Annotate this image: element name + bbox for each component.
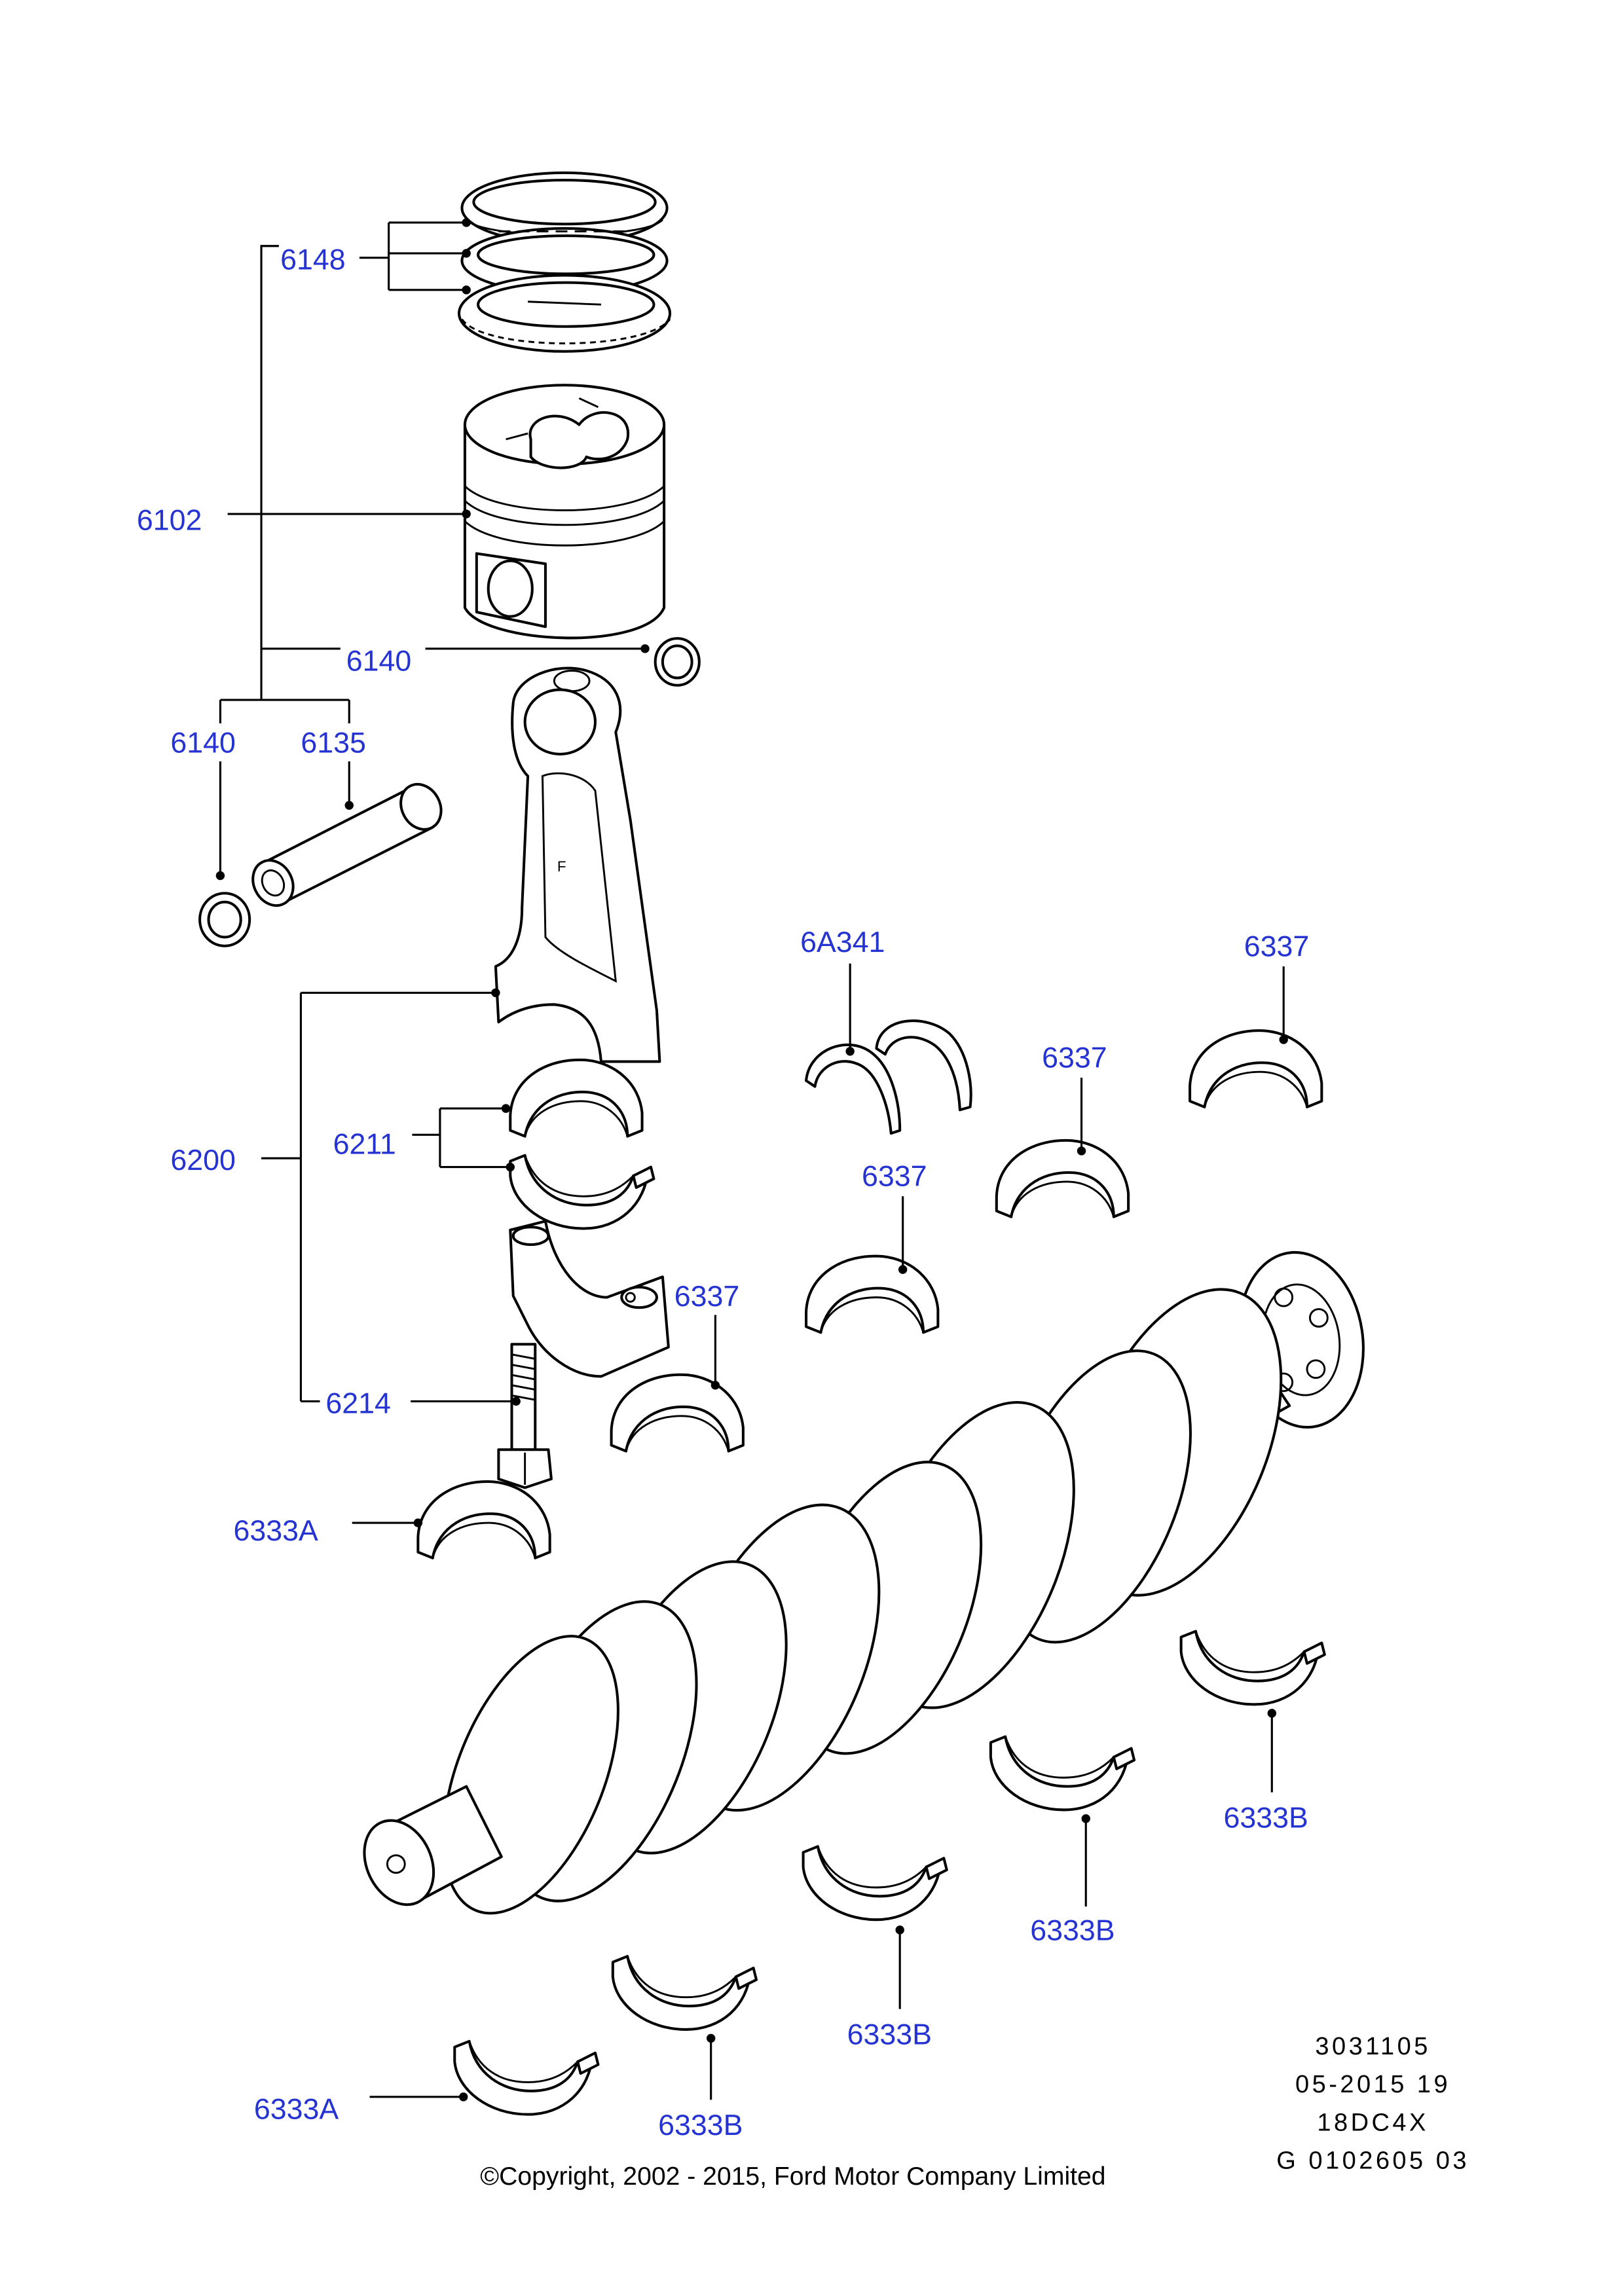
main-bearing-lower-3 [803, 1846, 947, 1920]
callout-6333B-fourth: 6333B [658, 2109, 743, 2141]
main-bearing-lower-4 [613, 1956, 756, 2030]
footer-code-2: 05-2015 19 [1295, 2071, 1450, 2098]
callout-6135: 6135 [301, 727, 365, 759]
callout-6200: 6200 [170, 1144, 235, 1176]
callout-6140-left: 6140 [170, 727, 235, 759]
piston-rings [457, 171, 672, 353]
main-bearing-upper-3 [806, 1256, 938, 1333]
callout-6337-fourth: 6337 [674, 1281, 739, 1313]
piston-pin [251, 782, 443, 907]
footer-code-4: G 0102605 03 [1276, 2147, 1469, 2174]
svg-text:F: F [557, 858, 566, 875]
conrod-cap [509, 1220, 670, 1378]
callout-6211: 6211 [333, 1128, 396, 1160]
callout-6333B-second: 6333B [1030, 1915, 1115, 1947]
callout-6214: 6214 [325, 1387, 390, 1419]
connecting-rod: F [494, 666, 661, 1063]
piston [463, 384, 666, 640]
circlip-left [198, 892, 251, 947]
callout-6333A-lower: 6333A [254, 2093, 339, 2125]
main-bearing-upper-1 [1190, 1030, 1321, 1107]
main-bearing-lower-2 [991, 1737, 1134, 1810]
conrod-bolt [497, 1343, 553, 1489]
copyright-notice: ©Copyright, 2002 - 2015, Ford Motor Comp… [480, 2162, 1105, 2191]
footer-code-3: 18DC4X [1317, 2109, 1429, 2136]
callout-6337-top-right: 6337 [1244, 931, 1309, 963]
callout-6140-right: 6140 [346, 645, 411, 677]
thrust-washers [805, 1019, 972, 1135]
main-bearing-upper-4 [612, 1375, 743, 1451]
crankshaft [363, 1250, 1365, 1915]
callout-6102: 6102 [137, 505, 202, 537]
main-bearing-lower-1 [1181, 1631, 1325, 1705]
footer-code-1: 3031105 [1315, 2033, 1431, 2060]
circlip-right [654, 637, 701, 687]
conrod-bearing-upper [510, 1060, 642, 1137]
main-bearing-upper-5 [418, 1482, 549, 1558]
callout-6333A-upper: 6333A [234, 1515, 318, 1547]
callout-6337-third: 6337 [862, 1161, 927, 1193]
conrod-bearing-lower [510, 1156, 654, 1229]
callout-6148: 6148 [280, 244, 345, 276]
callout-6333B-third: 6333B [847, 2018, 932, 2050]
callout-6333B-first: 6333B [1223, 1802, 1308, 1834]
leader-lines [215, 218, 1288, 2102]
callout-6337-second: 6337 [1042, 1042, 1107, 1074]
main-bearing-upper-2 [997, 1140, 1128, 1217]
callout-6A341: 6A341 [800, 926, 885, 958]
main-bearing-lower-5 [454, 2041, 598, 2115]
